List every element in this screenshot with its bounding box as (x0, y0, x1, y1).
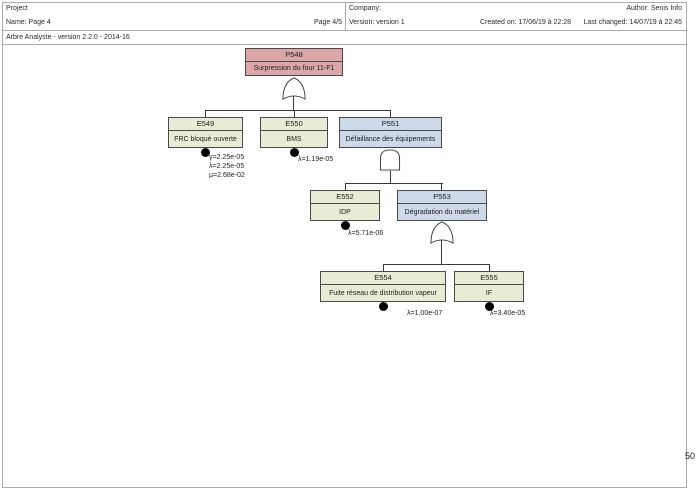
document-name-label: Name: Page 4 (6, 19, 51, 26)
param-line: λ=2.25e-05 (209, 163, 245, 170)
event-params-e555: λ=3.40e-05 (490, 309, 525, 318)
margin-page-number: 50 (685, 451, 696, 461)
connector-line (293, 95, 294, 110)
node-id: P553 (433, 192, 451, 201)
and-gate-icon (378, 149, 402, 171)
node-p548-top-event: P548 Surpression du four 11-F1 (245, 48, 343, 76)
connector-line (205, 110, 206, 117)
node-desc: Fuite réseau de distribution vapeur (321, 284, 445, 301)
header-vertical-divider (345, 2, 346, 30)
connector-line (345, 183, 346, 190)
param-line: γ=2.25e-05 (209, 154, 245, 161)
header-rule-top (2, 30, 686, 31)
or-gate-icon (428, 221, 456, 245)
node-desc: BMS (261, 130, 327, 147)
node-e552-basic-event: E552 IDP (310, 190, 380, 221)
node-desc: Défaillance des équipements (340, 130, 441, 147)
node-e554-basic-event: E554 Fuite réseau de distribution vapeur (320, 271, 446, 302)
version-label: Version: version 1 (349, 19, 405, 26)
node-id: E554 (374, 273, 392, 282)
or-gate-icon (280, 77, 308, 101)
connector-line (489, 264, 490, 271)
basic-event-icon (290, 148, 299, 157)
basic-event-icon (485, 302, 494, 311)
connector-line (441, 239, 442, 264)
node-e550-basic-event: E550 BMS (260, 117, 328, 148)
basic-event-icon (201, 148, 210, 157)
event-params-e550: λ=1.19e-05 (298, 155, 333, 164)
node-id: P548 (285, 50, 303, 59)
created-on-label: Created on: 17/06/19 à 22:28 (480, 19, 572, 26)
param-line: λ=5.71e-06 (348, 230, 384, 237)
event-params-e554: λ=1.00e-07 (407, 309, 442, 318)
connector-line (441, 183, 442, 190)
connector-line (390, 110, 391, 117)
node-desc: Surpression du four 11-F1 (246, 61, 342, 75)
node-id: E555 (480, 273, 498, 282)
param-line: λ=1.00e-07 (407, 310, 443, 317)
node-e555-basic-event: E555 IF (454, 271, 524, 302)
node-desc: IDP (311, 203, 379, 220)
company-label: Company: (349, 5, 381, 12)
node-desc: IF (455, 284, 523, 301)
author-label: Author: Senis Info (626, 5, 682, 12)
connector-line (390, 171, 391, 183)
param-line: λ=1.19e-05 (298, 156, 334, 163)
connector-line (345, 183, 443, 184)
param-line: μ=2.68e-02 (209, 172, 245, 179)
report-page-border (2, 2, 687, 488)
node-id: E552 (336, 192, 354, 201)
page-indicator: Page 4/5 (313, 19, 342, 26)
header-rule-bottom (2, 44, 686, 45)
connector-line (205, 110, 391, 111)
connector-line (294, 110, 295, 117)
node-desc: Dégradation du matériel (398, 203, 486, 220)
connector-line (383, 264, 490, 265)
basic-event-icon (341, 221, 350, 230)
event-params-e549: γ=2.25e-05 λ=2.25e-05 μ=2.68e-02 (209, 153, 245, 180)
node-id: P551 (381, 119, 400, 128)
node-id: E550 (285, 119, 303, 128)
node-p553-intermediate-event: P553 Dégradation du matériel (397, 190, 487, 221)
connector-line (383, 264, 384, 271)
project-label: Project (6, 5, 28, 12)
app-version-label: Arbre Analyste - version 2.2.0 - 2014-16 (6, 34, 130, 41)
node-id: E549 (196, 119, 215, 128)
basic-event-icon (379, 302, 388, 311)
param-line: λ=3.40e-05 (490, 310, 526, 317)
node-desc: FRC bloqué ouverte (169, 130, 242, 147)
event-params-e552: λ=5.71e-06 (348, 229, 383, 238)
node-e549-basic-event: E549 FRC bloqué ouverte (168, 117, 243, 148)
node-p551-intermediate-event: P551 Défaillance des équipements (339, 117, 442, 148)
last-changed-label: Last changed: 14/07/19 à 22:45 (583, 19, 682, 26)
